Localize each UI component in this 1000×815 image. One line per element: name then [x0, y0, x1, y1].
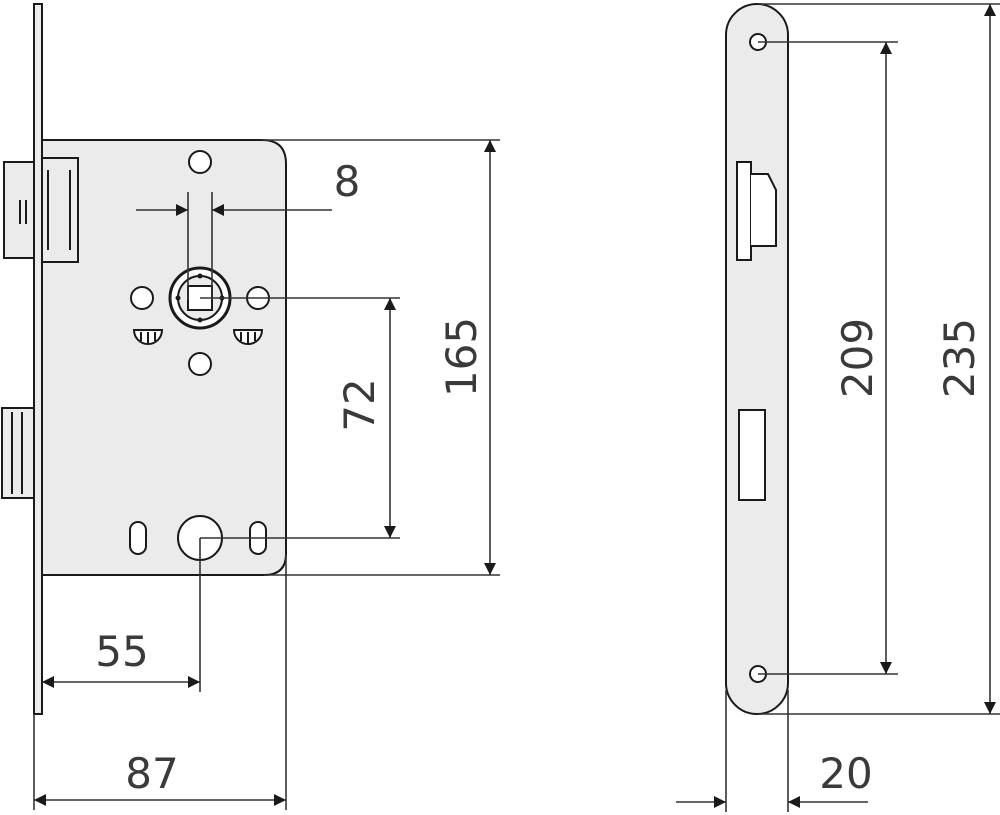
spindle-to-keyhole-label: 72: [335, 378, 384, 431]
screw-spacing-label: 209: [833, 318, 882, 398]
right-spring-clip: [232, 329, 264, 345]
faceplate-side: [725, 3, 789, 715]
upper-mount-hole: [188, 150, 212, 174]
case-depth-label: 87: [125, 749, 178, 798]
front-dimensions: [33, 139, 500, 810]
front-faceplate: [33, 3, 43, 715]
latch-bolt: [3, 157, 79, 263]
lower-mount-hole: [188, 352, 212, 376]
latch-width-label: 8: [334, 157, 361, 206]
left-slot-hole: [129, 521, 147, 555]
faceplate-latch-opening: [736, 161, 777, 261]
side-view: [725, 3, 789, 715]
front-view: [1, 3, 287, 715]
faceplate-height-label: 235: [935, 318, 984, 398]
side-dimensions: [676, 3, 1000, 812]
left-fixing-hole: [130, 286, 154, 310]
backset-label: 55: [95, 627, 148, 676]
faceplate-bolt-opening: [738, 409, 766, 501]
faceplate-width-label: 20: [819, 749, 872, 798]
left-spring-clip: [132, 329, 164, 345]
case-height-label: 165: [437, 317, 486, 397]
dead-bolt: [1, 407, 35, 499]
